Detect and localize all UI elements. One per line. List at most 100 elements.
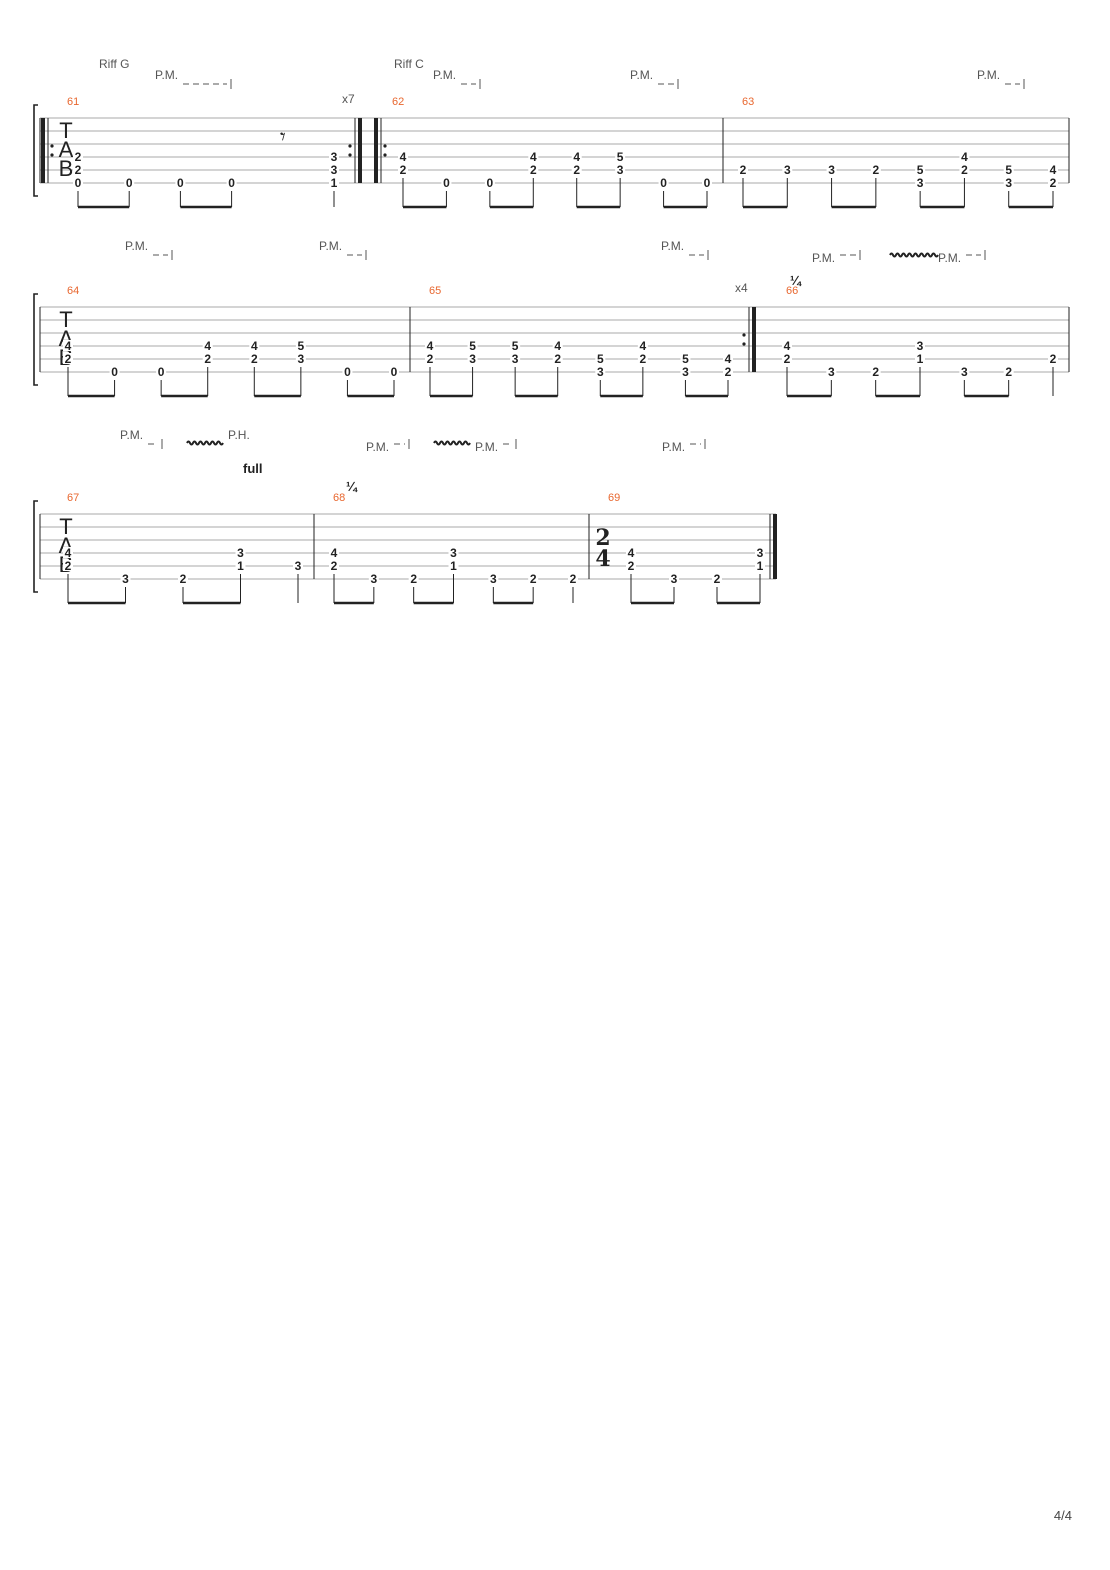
- annotation-pm: P.M.: [812, 251, 835, 265]
- fret-number: 4: [65, 339, 72, 353]
- repeat-dot: [742, 342, 746, 346]
- fret-number: 4: [331, 546, 338, 560]
- fret-number: 0: [228, 176, 235, 190]
- fret-number: 4: [640, 339, 647, 353]
- fret-number: 4: [427, 339, 434, 353]
- tab-clef-t: T: [59, 118, 72, 143]
- fret-number: 3: [597, 365, 604, 379]
- fret-bg: [425, 353, 435, 364]
- fret-number: 5: [617, 150, 624, 164]
- fret-bg: [1003, 164, 1014, 175]
- fret-bg: [329, 547, 339, 558]
- fret-bg: [293, 560, 303, 571]
- fret-number: 2: [784, 352, 791, 366]
- fret-bg: [398, 151, 408, 162]
- fret-number: 4: [530, 150, 537, 164]
- fret-bg: [226, 177, 237, 188]
- repeat-start-thick-bar: [374, 118, 378, 183]
- fret-bg: [552, 340, 563, 351]
- fret-number: 3: [370, 572, 377, 586]
- fret-number: 1: [450, 559, 457, 573]
- fret-bg: [467, 340, 478, 351]
- fret-number: 2: [400, 163, 407, 177]
- measure-number: 61: [67, 96, 79, 108]
- fret-number: 1: [757, 559, 764, 573]
- fret-number: 2: [872, 365, 879, 379]
- fret-bg: [1003, 366, 1014, 377]
- fret-bg: [389, 366, 399, 377]
- fret-bg: [782, 353, 792, 364]
- fret-bg: [571, 164, 582, 175]
- fret-bg: [959, 366, 970, 377]
- fret-number: 0: [660, 176, 667, 190]
- fret-number: 2: [740, 163, 747, 177]
- fret-number: 2: [554, 352, 561, 366]
- fret-bg: [568, 573, 578, 584]
- system-bracket: [33, 293, 38, 386]
- fret-bg: [626, 547, 636, 558]
- fret-bg: [738, 164, 748, 175]
- annotation-pm: P.M.: [977, 68, 1000, 82]
- fret-number: 4: [961, 150, 968, 164]
- annotation-text: Riff C: [394, 57, 424, 71]
- annotation-bend: full: [243, 461, 263, 476]
- fret-bg: [615, 151, 626, 162]
- fret-number: 3: [295, 559, 302, 573]
- page-number: 4/4: [1053, 1508, 1072, 1523]
- fret-number: 4: [400, 150, 407, 164]
- fret-number: 0: [75, 176, 82, 190]
- fret-number: 3: [237, 546, 244, 560]
- repeat-dot: [742, 333, 746, 337]
- fret-bg: [175, 177, 186, 188]
- measure-number: 66: [786, 285, 798, 297]
- fret-number: 4: [251, 339, 258, 353]
- fret-bg: [510, 340, 521, 351]
- fret-number: 2: [65, 559, 72, 573]
- fret-bg: [342, 366, 353, 377]
- fret-number: 4: [204, 339, 211, 353]
- fret-number: 0: [344, 365, 351, 379]
- fret-bg: [637, 353, 648, 364]
- fret-bg: [441, 177, 452, 188]
- fret-bg: [595, 366, 606, 377]
- annotation-pm: P.M.: [661, 239, 684, 253]
- fret-number: 3: [917, 176, 924, 190]
- repeat-dot: [383, 153, 387, 157]
- fret-number: 4: [784, 339, 791, 353]
- fret-number: 3: [450, 546, 457, 560]
- fret-number: 2: [640, 352, 647, 366]
- fret-number: 4: [628, 546, 635, 560]
- fret-bg: [702, 177, 712, 188]
- annotation-pm: P.M.: [475, 440, 498, 454]
- tab-clef-t: T: [59, 307, 72, 332]
- fret-number: 5: [469, 339, 476, 353]
- fret-number: 2: [530, 163, 537, 177]
- fret-bg: [915, 177, 926, 188]
- fret-bg: [658, 177, 669, 188]
- annotation-pm: P.M.: [155, 68, 178, 82]
- fret-number: 4: [1050, 163, 1057, 177]
- fret-bg: [329, 177, 339, 188]
- annotation-pm: P.M.: [938, 251, 961, 265]
- fret-bg: [528, 573, 539, 584]
- fret-bg: [63, 340, 73, 351]
- fret-bg: [1048, 353, 1058, 364]
- fret-bg: [755, 547, 765, 558]
- repeat-dot: [348, 153, 352, 157]
- fret-number: 0: [704, 176, 711, 190]
- fret-bg: [915, 340, 925, 351]
- fret-number: 4: [554, 339, 561, 353]
- fret-bg: [235, 547, 246, 558]
- fret-number: 1: [237, 559, 244, 573]
- fret-number: 2: [180, 572, 187, 586]
- fret-number: 1: [917, 352, 924, 366]
- fret-number: 2: [570, 572, 577, 586]
- fret-bg: [408, 573, 419, 584]
- fret-number: 0: [158, 365, 165, 379]
